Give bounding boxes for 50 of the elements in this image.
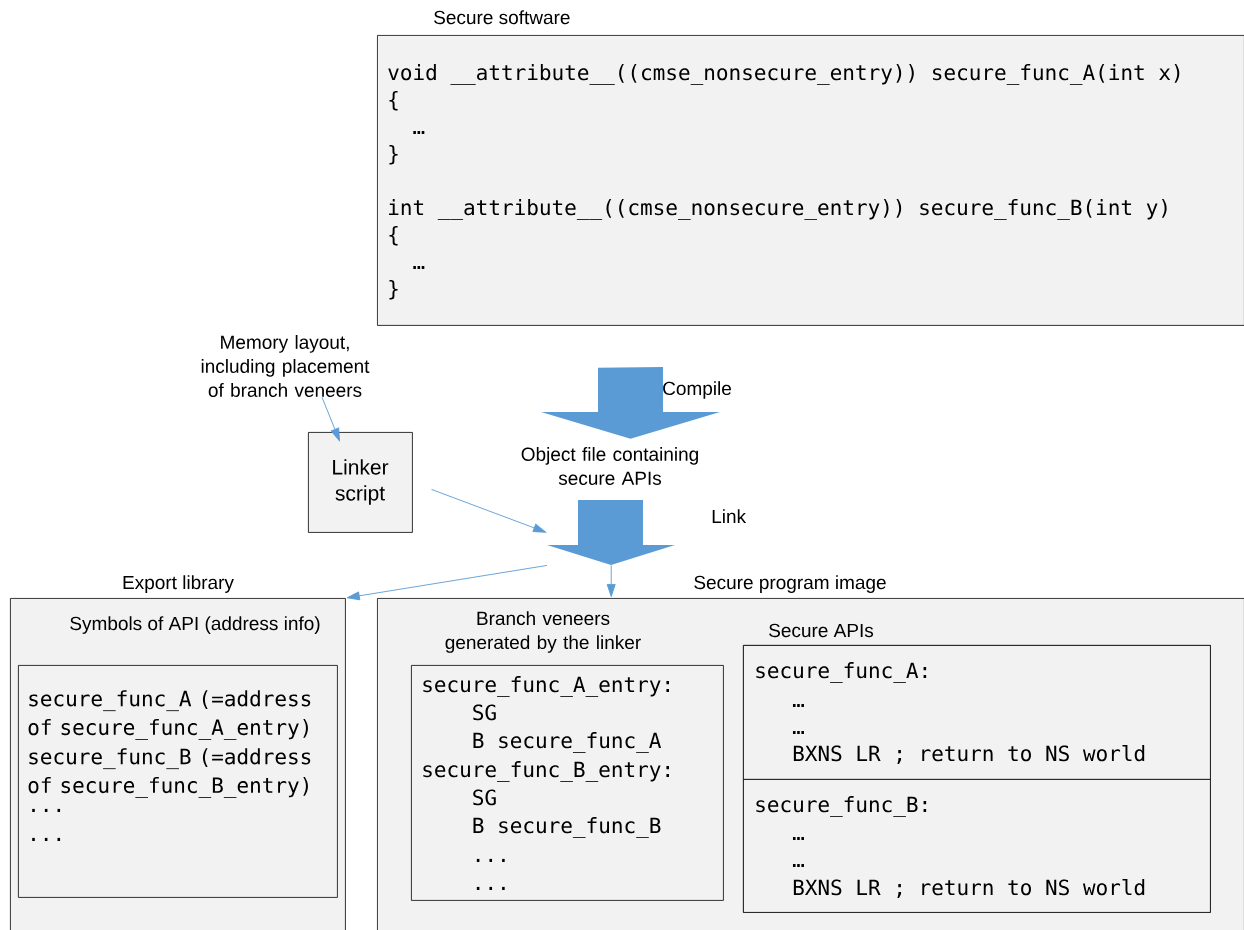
arrow [606, 564, 616, 597]
panel-heading: Export library [123, 575, 234, 593]
code-line: B secure_func_B [473, 817, 661, 838]
caption-text: Object file containing secure APIs [521, 447, 698, 485]
code-line: … [793, 703, 804, 707]
code-box [377, 10, 1244, 326]
code-line: ... [476, 858, 505, 862]
annotation-text: Memory layout, including placement of branch veneers [201, 335, 370, 397]
code-box [18, 665, 338, 898]
code-line: BXNS LR ; return to NS world [793, 744, 1145, 764]
code-line: ... [32, 808, 61, 812]
panel-subheading: Symbols of API (address info) [70, 616, 320, 634]
code-section [743, 779, 1211, 913]
code-line: … [793, 863, 804, 867]
code-line: … [413, 130, 425, 134]
code-line: ... [476, 886, 505, 890]
code-line: BXNS LR ; return to NS world [793, 878, 1145, 898]
code-line: int __attribute__((cmse_nonsecure_entry)) secure_func_B(int y) [389, 199, 1167, 220]
code-line: void __attribute__((cmse_nonsecure_entry)) secure_func_A(int x) [388, 64, 1180, 85]
box-heading: Secure APIs [769, 623, 874, 638]
code-line: secure_func_A (=address of secure_func_A_entry) [28, 690, 311, 740]
arrow [431, 489, 547, 533]
script-box [308, 432, 413, 533]
code-line: } [389, 145, 398, 165]
block-arrow [541, 367, 720, 439]
code-line: ... [32, 837, 61, 841]
box-heading: Branch veneers generated by the linker [445, 611, 641, 653]
code-line: secure_func_B_entry: [423, 761, 669, 782]
code-section [743, 645, 1211, 780]
code-line: secure_func_A: [756, 662, 927, 683]
code-line: { [389, 91, 398, 111]
code-box [411, 611, 724, 901]
panel-heading: Secure program image [694, 575, 886, 593]
code-line: secure_func_B: [756, 796, 927, 817]
code-line: secure_func_A_entry: [423, 676, 669, 697]
code-line: … [413, 265, 425, 269]
code-line: B secure_func_A [473, 732, 662, 753]
edge-label: Compile [663, 381, 731, 399]
code-line: } [389, 280, 398, 300]
box-heading: Secure software [434, 10, 570, 25]
code-line: SG [473, 704, 496, 721]
code-line: { [389, 226, 398, 246]
code-line: … [793, 730, 804, 734]
code-line: … [793, 836, 804, 840]
box-label: Linker script [333, 459, 389, 505]
arrow [321, 396, 340, 442]
code-line: secure_func_B (=address of secure_func_B_entry) [28, 748, 311, 798]
step-label: Link [712, 509, 747, 523]
arrow [346, 564, 548, 601]
code-line: SG [473, 789, 496, 806]
